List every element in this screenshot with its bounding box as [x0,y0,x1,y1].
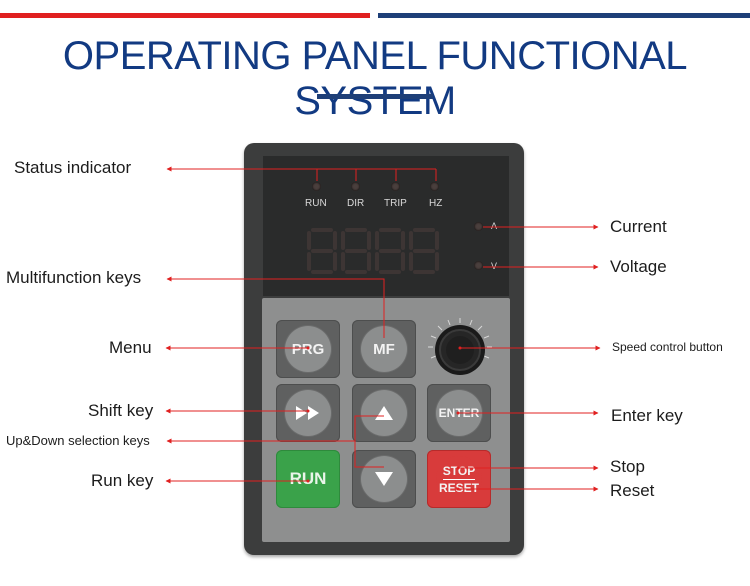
enter-key[interactable]: ENTER [427,384,491,442]
dir-led [351,182,360,191]
run-key[interactable]: RUN [276,450,340,508]
shift-key-label: Shift key [88,401,154,420]
display-area [263,156,509,296]
voltage-led [474,261,483,270]
speed-control-knob[interactable] [418,314,502,382]
run-led-label: RUN [305,198,327,209]
shift-key[interactable] [276,384,340,442]
run-led [312,182,321,191]
prg-key[interactable]: PRG [276,320,340,378]
hz-led [430,182,439,191]
dir-led-label: DIR [347,198,365,209]
enter-key-label: ENTER [436,390,482,436]
run-key-callout-label: Run key [91,471,154,490]
mf-key-label: MF [361,326,407,372]
top-blue-bar [378,13,750,18]
trip-led [391,182,400,191]
speed-control-label: Speed control button [612,340,723,354]
seven-segment-display [307,228,442,274]
updown-keys-label: Up&Down selection keys [6,433,150,448]
multifunction-keys-label: Multifunction keys [6,268,142,287]
page-title: OPERATING PANEL FUNCTIONAL SYSTEM [62,34,688,123]
top-red-bar [0,13,370,18]
reset-key-label: RESET [438,480,479,495]
down-arrow-icon [361,456,407,502]
hz-led-label: HZ [429,198,443,209]
current-led-label: A [491,221,498,231]
up-key[interactable] [352,384,416,442]
stop-key-label: STOP [442,463,476,480]
status-indicator-label: Status indicator [14,158,132,177]
current-label: Current [610,217,667,236]
fast-forward-icon [285,390,331,436]
voltage-led-label: V [491,261,498,271]
prg-key-label: PRG [285,326,331,372]
title-underline [317,94,433,99]
voltage-label: Voltage [610,257,667,276]
stop-reset-key[interactable]: STOP RESET [427,450,491,508]
trip-led-label: TRIP [384,198,407,209]
stop-reset-key-label: STOP RESET [436,456,482,502]
menu-label: Menu [109,338,152,357]
stop-label: Stop [610,457,645,476]
up-arrow-icon [361,390,407,436]
enter-key-callout-label: Enter key [611,406,683,425]
down-key[interactable] [352,450,416,508]
current-led [474,222,483,231]
reset-label: Reset [610,481,655,500]
mf-key[interactable]: MF [352,320,416,378]
run-key-label: RUN [285,456,331,502]
